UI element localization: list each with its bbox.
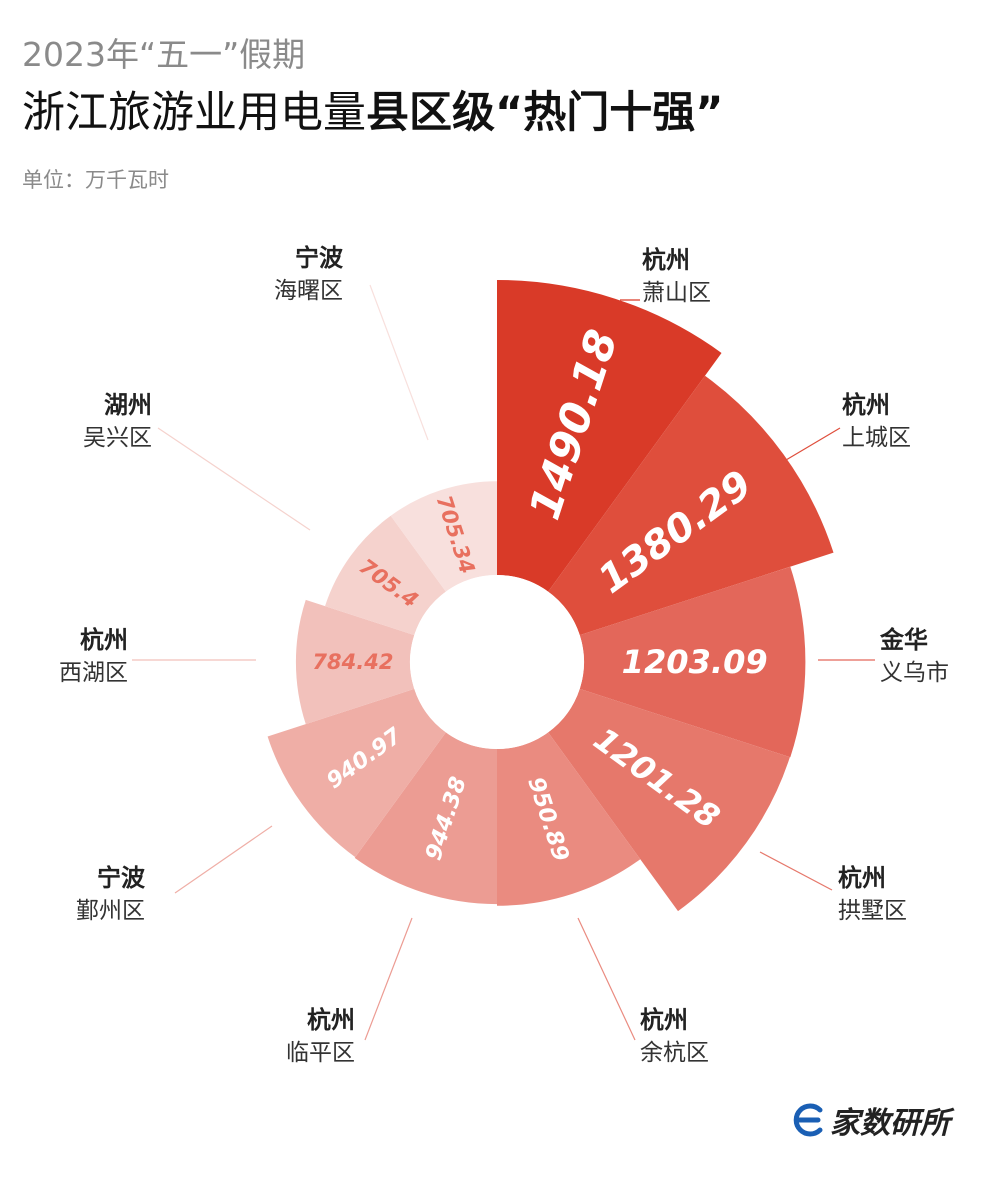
rose-center-hole [410,575,584,749]
slice-city-label: 杭州 [640,1005,688,1034]
slice-district-label: 拱墅区 [838,898,907,924]
slice-city-label: 杭州 [838,863,886,892]
slice-district-label: 鄞州区 [76,898,145,924]
slice-city-label: 杭州 [307,1005,355,1034]
slice-district-label: 吴兴区 [83,425,152,451]
slice-district-label: 海曙区 [274,278,343,304]
slice-district-label: 上城区 [842,425,911,451]
leader-line-拱墅区 [759,851,833,891]
rose-slice-海曙区 [390,481,497,592]
chart-subtitle: 2023年“五一”假期 [22,35,306,74]
chart-title: 浙江旅游业用电量县区级“热门十强” [22,92,724,135]
slice-city-label: 宁波 [97,863,146,892]
slice-city-label: 湖州 [104,390,152,419]
brand-name: 家数研所 [830,1106,950,1141]
slice-value-label: 784.42 [312,650,393,674]
leader-line-上城区 [785,427,841,461]
rose-slice-余杭区 [497,732,641,906]
rose-slice-西湖区 [295,599,415,725]
rose-slice-萧山区 [497,280,722,592]
unit-label: 单位：万千瓦时 [22,168,169,192]
rose-slice-义乌市 [579,566,806,758]
rose-slice-吴兴区 [325,515,446,636]
slice-city-label: 杭州 [842,390,890,419]
e-logo-icon [793,1103,823,1137]
slice-city-label: 杭州 [642,245,690,274]
title-part-bold: 县区级“热门十强” [366,88,724,138]
slice-city-label: 杭州 [80,625,128,654]
leader-line-临平区 [364,917,413,1041]
slice-city-label: 宁波 [295,243,344,272]
rose-slice-临平区 [354,732,497,905]
rose-slice-鄞州区 [267,688,446,858]
rose-slice-拱墅区 [548,688,790,912]
brand-logo: 家数研所 [790,1100,950,1141]
leader-line-吴兴区 [157,427,311,531]
slice-district-label: 义乌市 [880,660,949,686]
leader-line-余杭区 [577,917,636,1041]
slice-district-label: 萧山区 [642,280,711,306]
slice-district-label: 临平区 [286,1040,355,1066]
leader-line-鄞州区 [174,825,273,894]
slice-district-label: 西湖区 [59,660,128,686]
title-part-regular: 浙江旅游业用电量 [22,88,366,138]
leader-line-海曙区 [369,284,429,441]
slice-value-label: 1203.09 [622,643,768,681]
slice-district-label: 余杭区 [640,1040,709,1066]
rose-slice-上城区 [548,375,834,636]
slice-city-label: 金华 [879,625,928,654]
